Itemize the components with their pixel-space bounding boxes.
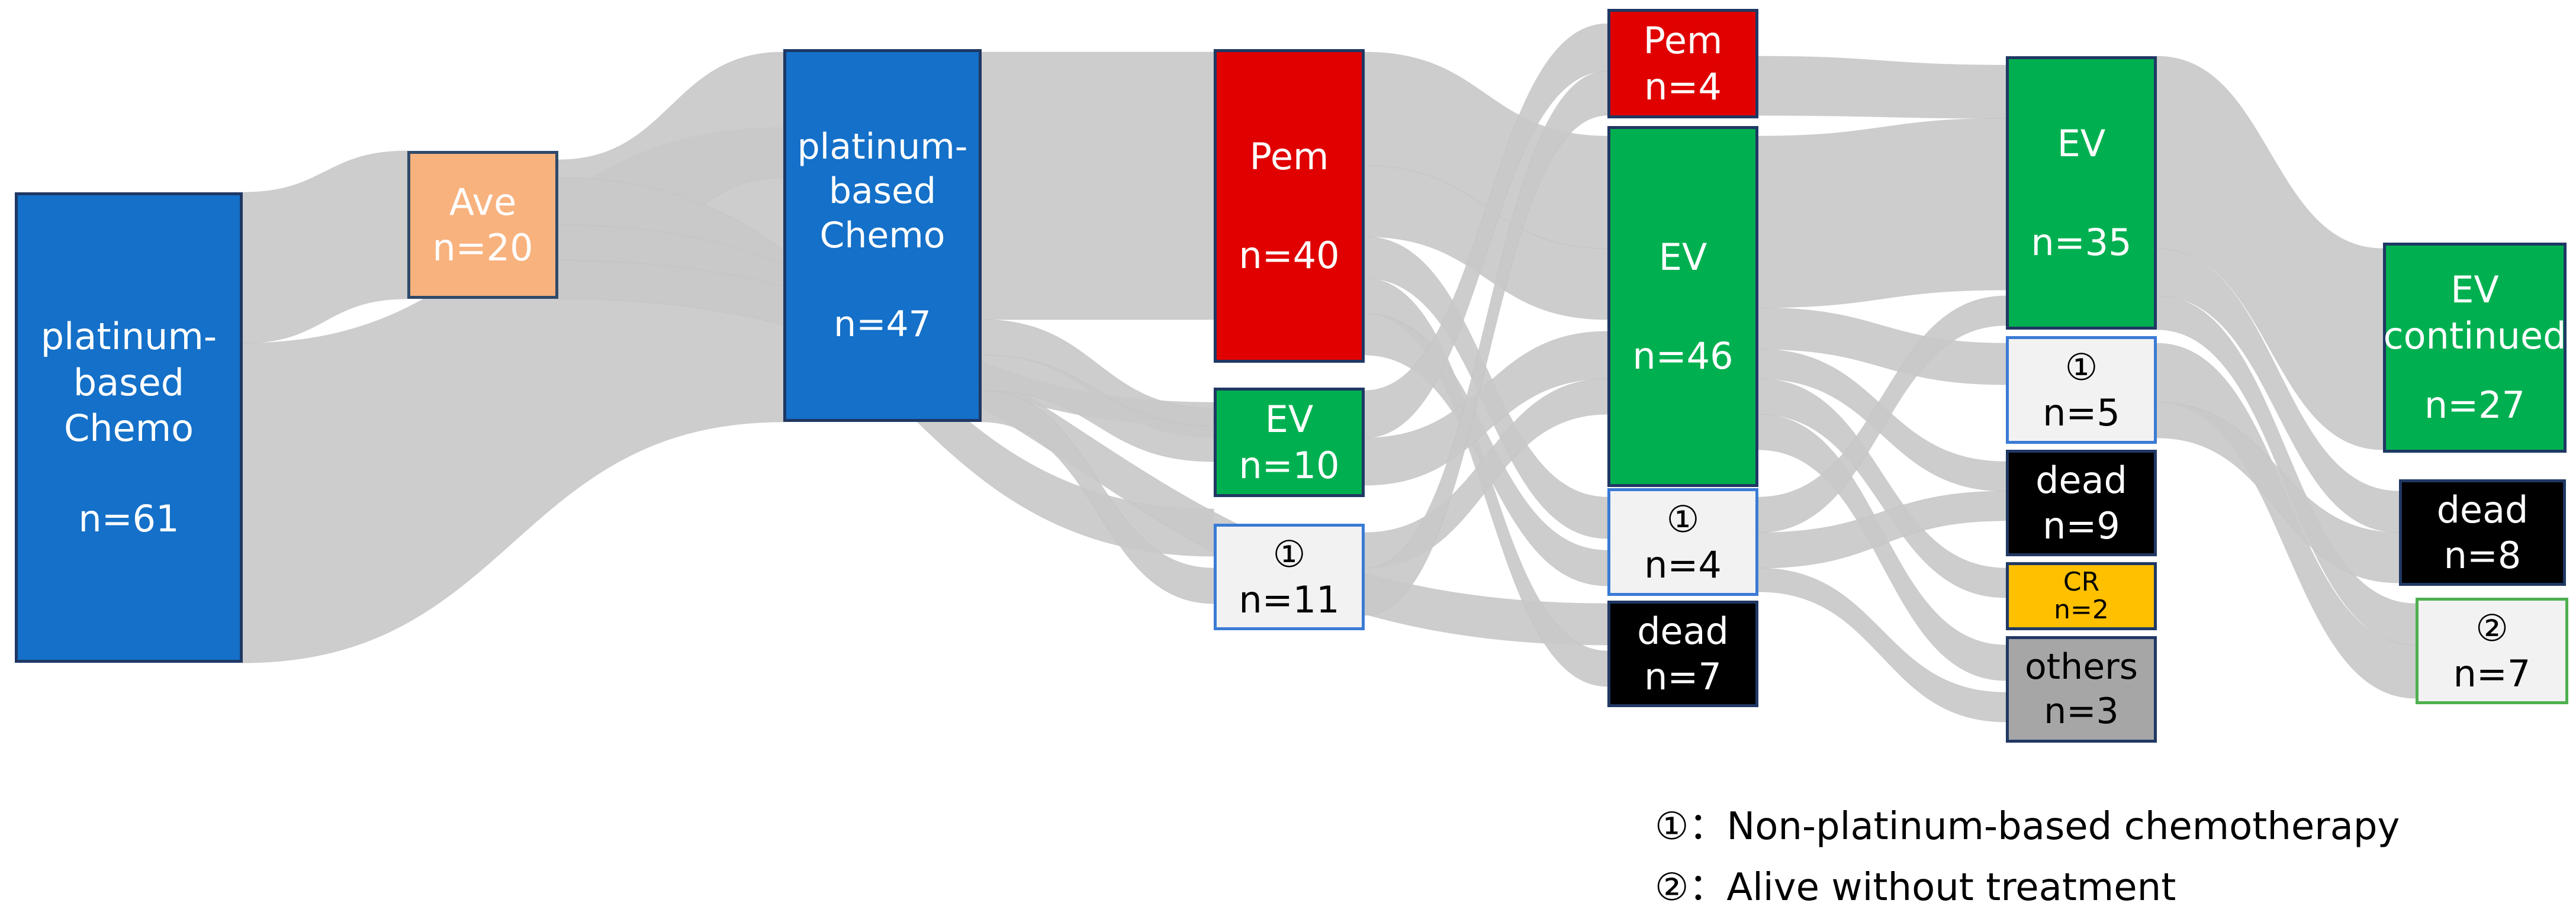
node-dead-6: dead n=8 <box>2399 479 2566 586</box>
node-count: n=46 <box>1632 334 1734 378</box>
node-ave: Ave n=20 <box>407 151 558 299</box>
node-label: dead <box>1637 609 1729 653</box>
node-count: n=3 <box>2044 691 2119 732</box>
node-count: n=4 <box>1644 543 1722 586</box>
node-count: n=20 <box>432 226 533 269</box>
node-dead-4: dead n=7 <box>1607 601 1758 707</box>
node-pem-4: Pem n=4 <box>1607 9 1758 118</box>
flow-ribbon <box>1758 56 2006 119</box>
node-nonplat-4: ① n=4 <box>1607 488 1758 596</box>
node-ev-4: EV n=46 <box>1607 126 1758 487</box>
flow-ribbon <box>242 150 408 344</box>
node-label: others <box>2024 646 2138 688</box>
node-label: ② <box>2475 606 2509 650</box>
node-nonplat-5: ① n=5 <box>2006 336 2157 444</box>
node-count: n=61 <box>78 496 179 540</box>
node-label: ① <box>1666 497 1700 541</box>
node-label: ① <box>2064 345 2098 389</box>
node-count: n=2 <box>2054 594 2109 625</box>
node-label: platinum- based Chemo <box>797 125 968 256</box>
node-label: platinum- based Chemo <box>40 315 217 450</box>
node-others-5: others n=3 <box>2006 636 2157 743</box>
node-count: n=11 <box>1239 578 1340 621</box>
node-label: EV continued <box>2383 268 2567 357</box>
node-label: Pem <box>1643 19 1723 62</box>
node-count: n=40 <box>1239 234 1340 277</box>
node-count: n=27 <box>2424 383 2526 427</box>
node-count: n=9 <box>2043 504 2120 547</box>
flow-ribbons <box>242 23 2416 723</box>
node-alive-6: ② n=7 <box>2416 598 2568 704</box>
node-platinum-chemo-1: platinum- based Chemo n=61 <box>15 192 243 663</box>
node-count: n=7 <box>1644 655 1722 698</box>
node-ev-continued: EV continued n=27 <box>2383 243 2567 453</box>
node-label: Pem <box>1249 134 1329 178</box>
node-pem-3: Pem n=40 <box>1214 49 1365 363</box>
node-count: n=35 <box>2031 221 2132 264</box>
node-dead-5: dead n=9 <box>2006 450 2157 556</box>
node-label: CR <box>2063 567 2100 598</box>
node-cr-5: CR n=2 <box>2006 562 2157 630</box>
node-count: n=5 <box>2043 391 2120 434</box>
node-label: EV <box>1265 398 1314 441</box>
legend-item-2: ②：Alive without treatment <box>1655 866 2176 910</box>
node-count: n=4 <box>1644 65 1722 108</box>
node-label: ① <box>1272 532 1306 576</box>
node-ev-5: EV n=35 <box>2006 56 2157 330</box>
flow-ribbon <box>1758 118 2006 308</box>
node-count: n=7 <box>2453 652 2531 695</box>
legend-item-1: ①：Non-platinum-based chemotherapy <box>1655 805 2400 849</box>
flow-ribbon <box>981 51 1214 320</box>
node-nonplat-3: ① n=11 <box>1214 524 1365 630</box>
node-label: Ave <box>449 180 517 224</box>
node-label: EV <box>2057 121 2106 165</box>
node-label: dead <box>2035 458 2127 502</box>
node-ev-3: EV n=10 <box>1214 388 1365 497</box>
node-count: n=8 <box>2443 534 2522 577</box>
node-count: n=10 <box>1239 443 1340 487</box>
node-label: EV <box>1658 235 1707 279</box>
node-platinum-chemo-2: platinum- based Chemo n=47 <box>783 49 982 422</box>
node-label: dead <box>2436 488 2529 531</box>
node-count: n=47 <box>834 303 931 345</box>
